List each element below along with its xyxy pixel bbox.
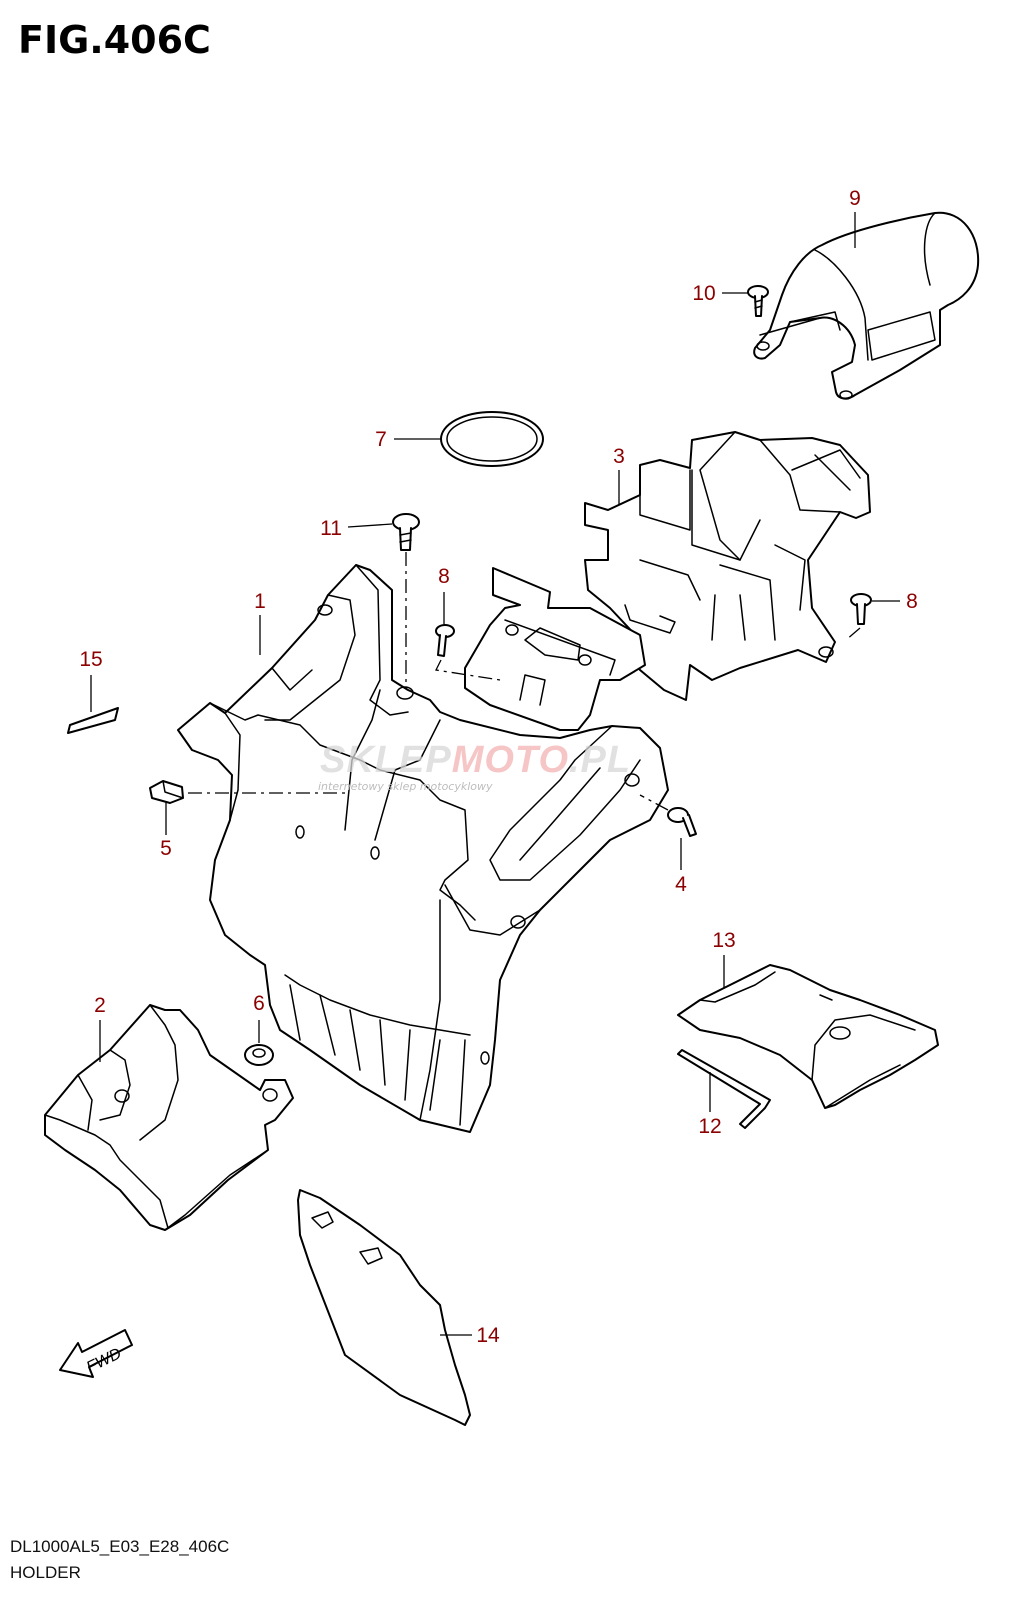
fwd-arrow-icon: FWD: [59, 1329, 133, 1378]
callout-2: 2: [94, 994, 106, 1017]
part-3-front-plate: [464, 567, 646, 731]
callout-4: 4: [675, 873, 687, 896]
callout-3: 3: [613, 445, 625, 468]
callout-labels: 1 2 3 4 5 6 7 8 8 9 10 11 12 13 14 15: [79, 187, 918, 1347]
leader-lines: [90, 212, 900, 1336]
part-4-screw: [639, 794, 697, 837]
part-5-clip-nut: [149, 780, 345, 804]
watermark-tagline: internetowy sklep motocyklowy: [318, 780, 493, 793]
part-3-holder: [584, 431, 871, 701]
watermark-brand-gray: SKLEP: [320, 739, 452, 781]
callout-5: 5: [160, 837, 172, 860]
figure-title: FIG.406C: [18, 18, 211, 62]
part-15-pad: [67, 707, 119, 734]
callout-8a: 8: [438, 565, 450, 588]
callout-7: 7: [375, 428, 387, 451]
watermark-brand-red: MOTO: [452, 739, 569, 781]
part-9-cover: [753, 211, 980, 400]
svg-text:SKLEPMOTO.PL: SKLEPMOTO.PL: [320, 739, 631, 781]
part-6-grommet: [244, 1044, 274, 1066]
callout-12: 12: [698, 1115, 721, 1138]
part-13-tool-bag: [677, 964, 939, 1109]
part-8-screw-right: [845, 593, 872, 641]
part-10-screw: [747, 285, 769, 317]
figure-code: DL1000AL5_E03_E28_406C: [10, 1537, 230, 1556]
watermark: SKLEPMOTO.PL internetowy sklep motocyklo…: [318, 739, 631, 793]
callout-1: 1: [254, 590, 266, 613]
part-2-cover: [44, 1004, 294, 1231]
part-7-o-ring: [440, 411, 544, 467]
callout-15: 15: [79, 648, 102, 671]
part-1-main-holder: [177, 564, 669, 1133]
callout-6: 6: [253, 992, 265, 1015]
callout-14: 14: [476, 1324, 500, 1347]
part-8-screw-left: [435, 624, 501, 681]
callout-9: 9: [849, 187, 861, 210]
callout-13: 13: [712, 929, 735, 952]
figure-name: HOLDER: [10, 1563, 81, 1582]
callout-11: 11: [320, 517, 342, 540]
callout-8b: 8: [906, 590, 918, 613]
watermark-brand-suffix: .PL: [569, 739, 631, 781]
part-12-hex-wrench: [677, 1049, 771, 1129]
part-11-screw: [392, 513, 420, 690]
part-14-label: [297, 1189, 471, 1426]
callout-10: 10: [692, 282, 715, 305]
